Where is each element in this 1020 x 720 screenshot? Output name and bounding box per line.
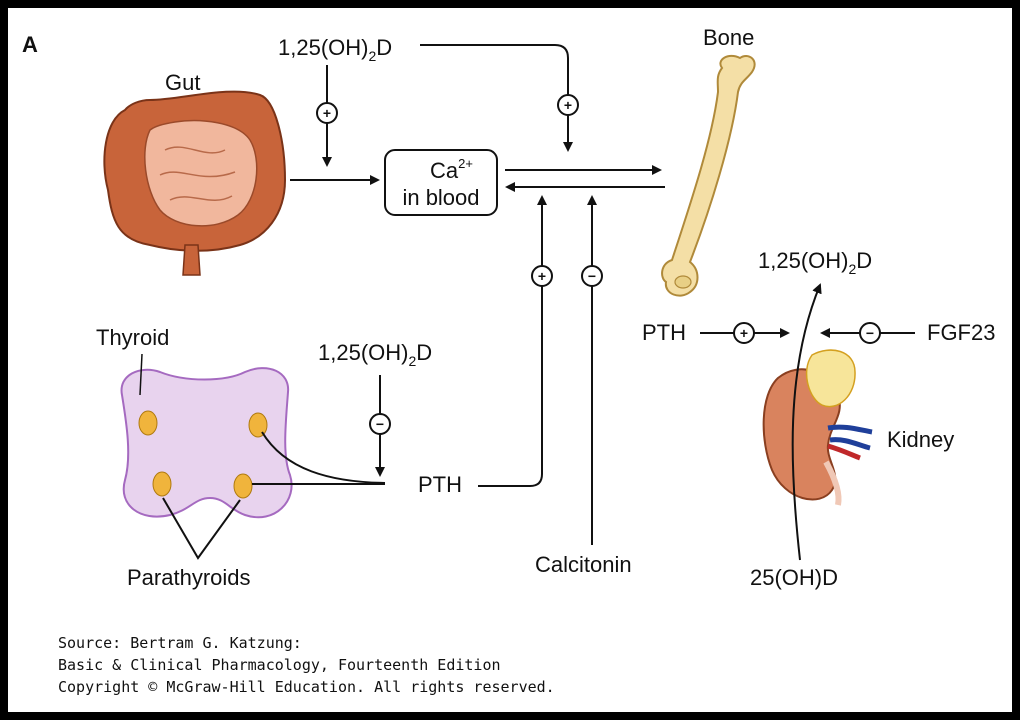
calcitonin-label: Calcitonin xyxy=(535,552,632,577)
minus-sign-calcitonin xyxy=(581,265,603,287)
kidney-illustration xyxy=(762,349,873,506)
parathyroid-lower-left xyxy=(152,471,172,497)
pth-label-left: PTH xyxy=(418,472,462,497)
figure-frame: A Gut Ca2+ in blood 1,25(OH)2D + + Bone … xyxy=(8,8,1012,712)
minus-sign-kidney xyxy=(859,322,881,344)
minus-text-pth: − xyxy=(376,416,384,432)
calcitriol-left-label: 1,25(OH)2D xyxy=(318,340,432,369)
fgf23-label: FGF23 xyxy=(927,320,995,345)
plus-text-pth: + xyxy=(538,268,546,284)
femur-shape xyxy=(661,54,756,297)
intestine-folds xyxy=(159,146,236,201)
bone-illustration xyxy=(661,54,756,297)
thyroid-label: Thyroid xyxy=(96,325,169,350)
25ohd-label: 25(OH)D xyxy=(750,565,838,590)
pth-to-blood-arrow xyxy=(478,195,547,487)
plus-text-kidney: + xyxy=(740,325,748,341)
parathyroid-upper-right xyxy=(248,412,268,438)
calcium-in-blood-box xyxy=(384,149,498,216)
plus-sign-pth xyxy=(531,265,553,287)
plus-sign-kidney xyxy=(733,322,755,344)
in-blood-label: in blood xyxy=(402,185,479,210)
calcitriol-kidney-label: 1,25(OH)2D xyxy=(758,248,872,277)
thyroid-illustration xyxy=(120,367,293,519)
kidney-label: Kidney xyxy=(887,427,954,452)
pth-label-right: PTH xyxy=(642,320,686,345)
ureter xyxy=(823,460,842,506)
thyroid-leader-line xyxy=(139,353,143,396)
calcium-label: Ca2+ xyxy=(430,156,473,183)
plus-text-gut: + xyxy=(323,105,331,121)
renal-artery xyxy=(827,443,861,461)
renal-vein xyxy=(827,424,873,451)
source-line-3: Copyright © McGraw-Hill Education. All r… xyxy=(58,678,555,696)
plus-sign-gut xyxy=(316,102,338,124)
gut-illustration xyxy=(103,90,287,276)
vitamin-d-activation-arrow xyxy=(791,283,822,561)
minus-text-calcitonin: − xyxy=(588,268,596,284)
plus-text-bone: + xyxy=(564,97,572,113)
calcium-regulation-diagram: A Gut Ca2+ in blood 1,25(OH)2D + + Bone … xyxy=(22,25,995,696)
adrenal-gland xyxy=(805,349,856,408)
calcitriol-top-label: 1,25(OH)2D xyxy=(278,35,392,64)
bone-head xyxy=(674,275,692,289)
gut-label: Gut xyxy=(165,70,200,95)
parathyroids-leader-lines xyxy=(162,497,241,560)
calcitriol-to-bone-arrow xyxy=(420,44,573,152)
parathyroid-upper-left xyxy=(138,410,158,436)
rectum-shape xyxy=(182,244,201,276)
minus-text-kidney: − xyxy=(866,325,874,341)
parathyroid-upper-to-pth xyxy=(261,431,386,484)
small-intestine-shape xyxy=(144,119,258,227)
source-line-1: Source: Bertram G. Katzung: xyxy=(58,634,302,652)
source-line-2: Basic & Clinical Pharmacology, Fourteent… xyxy=(58,656,501,674)
parathyroids-label: Parathyroids xyxy=(127,565,251,590)
parathyroid-lower-right xyxy=(233,473,253,499)
bone-label: Bone xyxy=(703,25,754,50)
thyroid-gland xyxy=(120,367,293,519)
panel-label: A xyxy=(22,32,38,57)
plus-sign-bone xyxy=(557,94,579,116)
minus-sign-pth xyxy=(369,413,391,435)
